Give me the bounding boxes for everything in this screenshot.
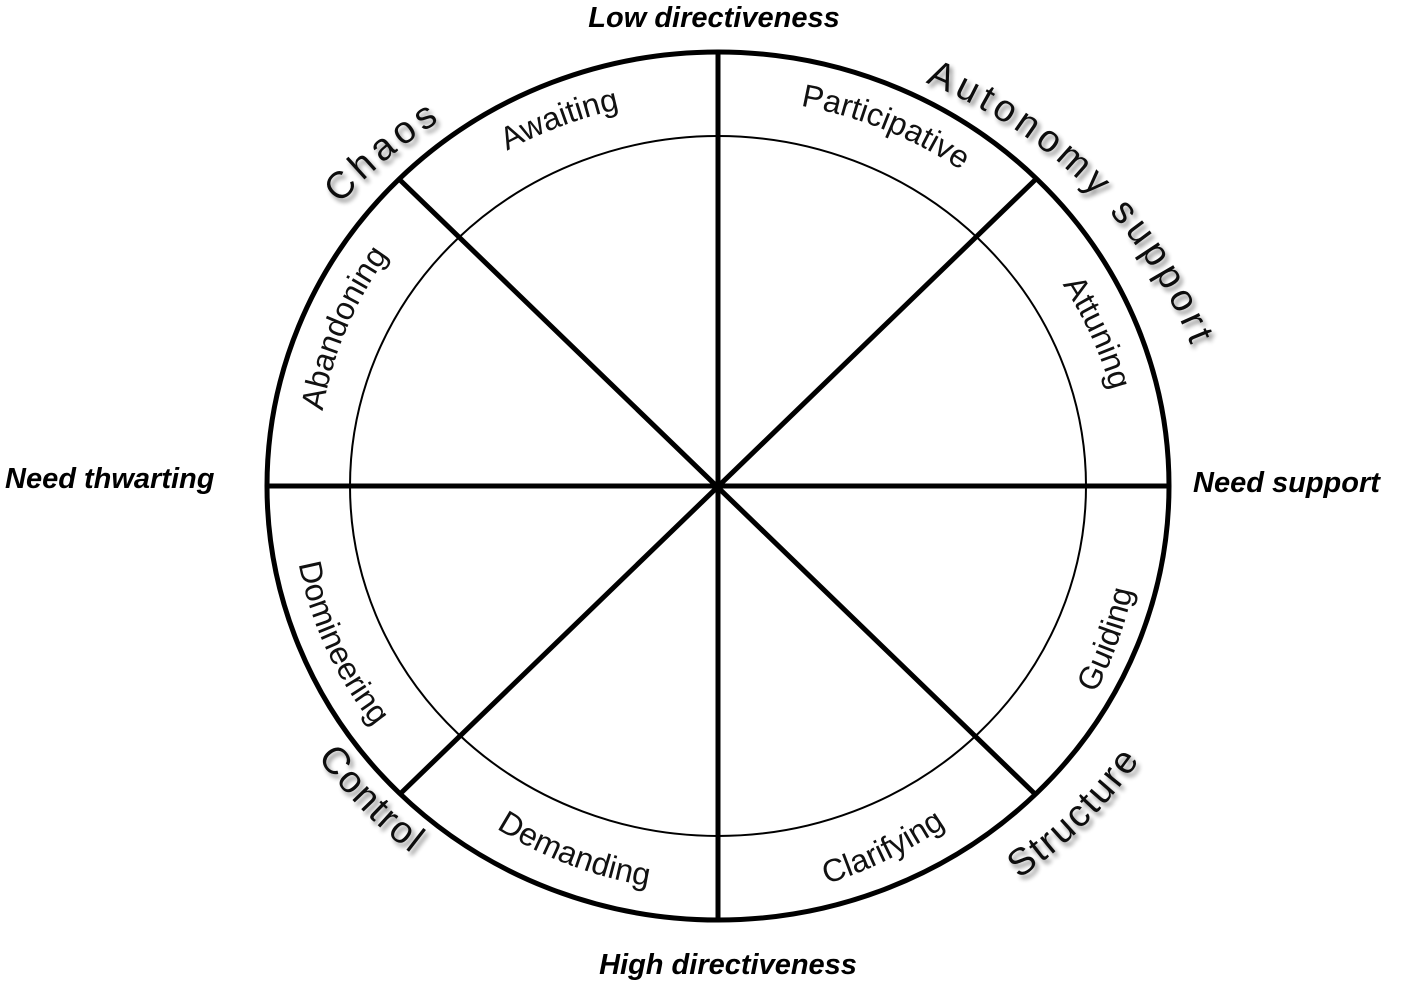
dimension-label-control: Control xyxy=(310,737,433,861)
segment-label-attuning: Attuning xyxy=(1057,269,1139,393)
axis-label-top: Low directiveness xyxy=(588,2,839,34)
axis-label-bottom: High directiveness xyxy=(599,949,857,981)
dimension-label-structure: Structure xyxy=(1000,739,1149,886)
segment-label-domineering: Domineering xyxy=(292,557,398,731)
axis-label-right: Need support xyxy=(1193,467,1381,499)
spokes xyxy=(267,52,1169,920)
segment-label-awaiting: Awaiting xyxy=(494,81,621,157)
segment-label-guiding: Guiding xyxy=(1069,583,1139,696)
segment-label-demanding: Demanding xyxy=(493,803,654,893)
axis-label-left: Need thwarting xyxy=(5,463,215,495)
segment-label-abandoning: Abandoning xyxy=(294,239,394,413)
segment-label-clarifying: Clarifying xyxy=(817,802,950,891)
spoke-diagonal-ne-sw xyxy=(398,178,1037,796)
